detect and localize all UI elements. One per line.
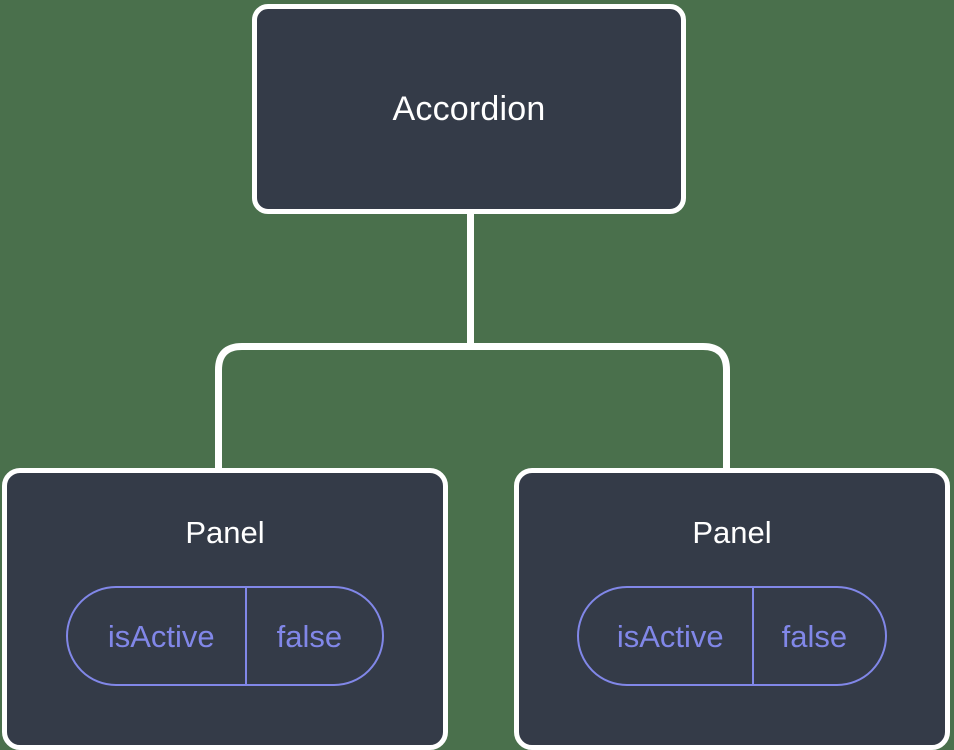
node-accordion[interactable]: Accordion	[252, 4, 686, 214]
node-title: Accordion	[392, 90, 546, 128]
node-panel-1[interactable]: Panel isActive false	[514, 468, 950, 750]
node-title: Panel	[185, 515, 265, 550]
prop-pill[interactable]: isActive false	[576, 586, 888, 686]
prop-value: false	[781, 618, 848, 654]
connector-branch-left	[215, 343, 471, 470]
prop-value: false	[276, 618, 343, 654]
prop-key: isActive	[68, 588, 247, 684]
prop-key: isActive	[579, 588, 754, 684]
connector-branch-right	[470, 343, 730, 470]
prop-pill[interactable]: isActive false	[65, 586, 385, 686]
node-panel-0[interactable]: Panel isActive false	[2, 468, 448, 750]
component-tree-diagram: Accordion Panel isActive false Panel isA…	[2, 4, 950, 750]
node-title: Panel	[692, 515, 772, 550]
